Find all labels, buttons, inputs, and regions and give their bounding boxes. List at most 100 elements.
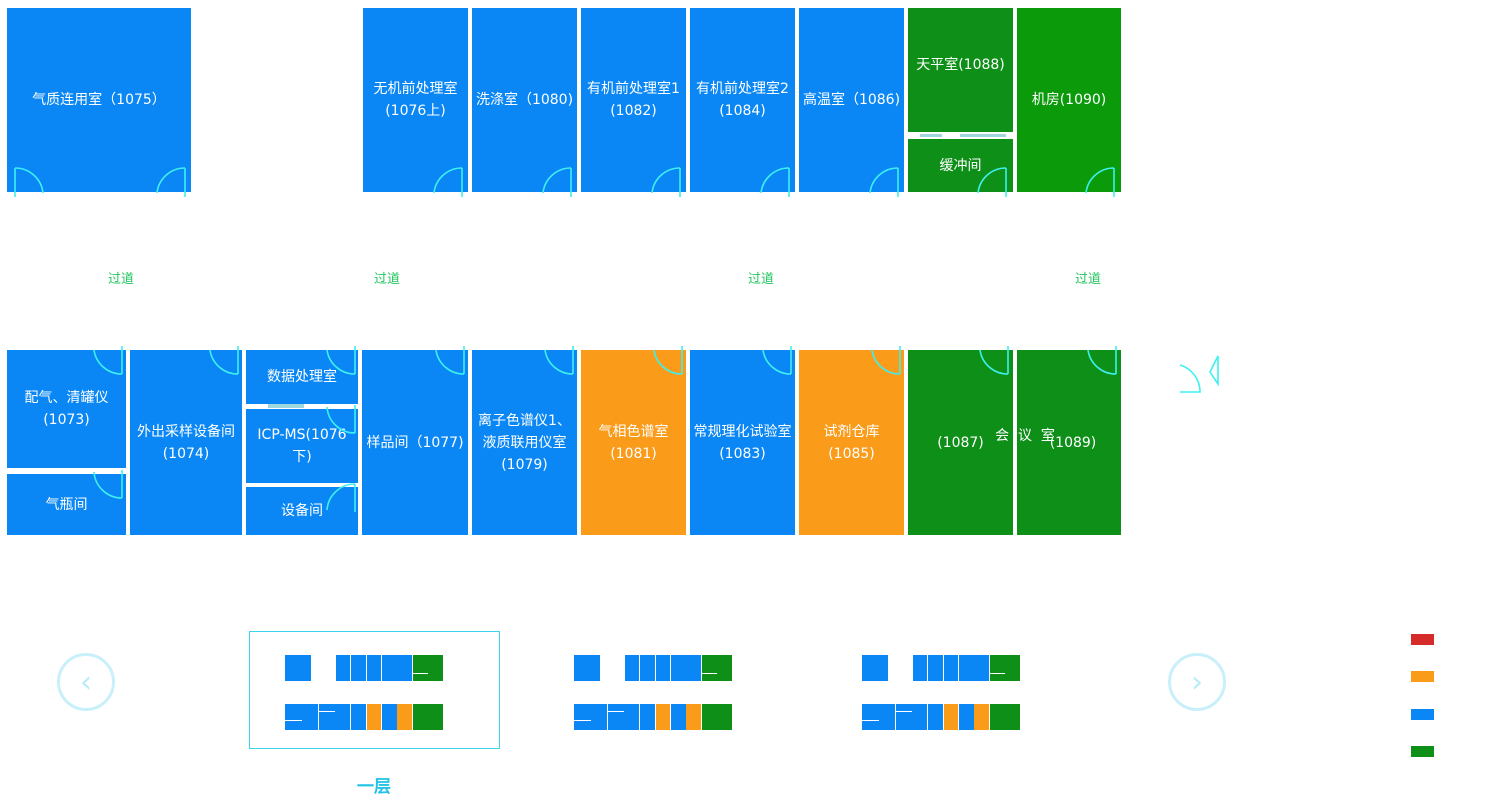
room-1090[interactable]: 机房(1090) [1017, 8, 1121, 192]
floor-thumbnail-2[interactable] [573, 654, 735, 732]
room-1082[interactable]: 有机前处理室1 (1082) [581, 8, 686, 192]
thumbnail-room [607, 703, 624, 712]
legend-swatch-red [1411, 634, 1434, 645]
room-label: 常规理化试验室 (1083) [693, 423, 792, 462]
thumbnail-room [701, 703, 717, 730]
room-1083[interactable]: 常规理化试验室 (1083) [690, 350, 795, 535]
room-cylinder[interactable]: 气瓶间 [7, 474, 126, 535]
room-label: (1087) [937, 434, 984, 451]
thumbnail-room [366, 655, 382, 682]
room-1089[interactable]: (1089) [1017, 350, 1121, 535]
thumbnail-room [640, 655, 655, 682]
thumbnail-room [958, 703, 974, 730]
room-1079[interactable]: 离子色谱仪1、 液质联用仪室 (1079) [472, 350, 577, 535]
thumbnail-room [701, 673, 717, 682]
room-1088[interactable]: 天平室(1088) [908, 8, 1013, 132]
chevron-left-icon: ‹ [80, 664, 92, 700]
floor-thumbnail-1[interactable] [284, 654, 446, 732]
thumbnail-room [912, 655, 928, 682]
next-floor-button[interactable]: › [1168, 653, 1226, 711]
thumbnail-room [607, 723, 624, 730]
room-label: 配气、清罐仪 (1073) [24, 390, 109, 428]
thumbnail-room [381, 655, 397, 682]
room-1077[interactable]: 样品间（1077) [362, 350, 468, 535]
room-data-processing[interactable]: 数据处理室 [246, 350, 358, 404]
room-label: 机房(1090) [1031, 92, 1107, 108]
thumbnail-room [573, 655, 601, 682]
thumbnail-room [607, 712, 624, 723]
thumbnail-room [318, 703, 335, 712]
room-equipment[interactable]: 设备间 [246, 487, 358, 535]
thumbnail-room [670, 655, 686, 682]
room-label: 离子色谱仪1、 液质联用仪室 (1079) [478, 412, 571, 473]
thumbnail-room [943, 655, 959, 682]
meeting-room-label: 会 议 室 [995, 428, 1055, 444]
room-label: 天平室(1088) [916, 57, 1005, 73]
room-1084[interactable]: 有机前处理室2 (1084) [690, 8, 795, 192]
thumbnail-room [928, 703, 943, 730]
room-1076-upper[interactable]: 无机前处理室 (1076上) [363, 8, 468, 192]
floor-thumbnail-3[interactable] [861, 654, 1023, 732]
thumbnail-room [895, 703, 912, 712]
room-1081[interactable]: 气相色谱室 (1081) [581, 350, 686, 535]
thumbnail-room [284, 721, 302, 730]
thumbnail-room [717, 703, 733, 730]
thumbnail-room [284, 655, 312, 682]
thumbnail-room [397, 655, 413, 682]
thumbnail-room [958, 655, 974, 682]
room-label: 气质连用室（1075） [32, 92, 166, 108]
thumbnail-room [717, 655, 733, 682]
thumbnail-room [318, 723, 335, 730]
room-label: 外出采样设备间 (1074) [137, 423, 235, 462]
thumbnail-room [989, 703, 1005, 730]
thumbnail-room [912, 703, 928, 730]
room-icp-ms[interactable]: ICP-MS(1076下) [246, 409, 358, 483]
corridor-label: 过道 [108, 272, 135, 287]
legend-swatch-green [1411, 746, 1434, 757]
selected-floor-frame[interactable] [249, 631, 500, 749]
room-1087[interactable]: (1087) [908, 350, 1013, 535]
thumbnail-room [989, 655, 1005, 673]
room-1086[interactable]: 高温室（1086) [799, 8, 904, 192]
room-buffer[interactable]: 缓冲间 [908, 139, 1013, 192]
thumbnail-room [302, 703, 319, 730]
room-label: ICP-MS(1076下) [257, 427, 347, 465]
thumbnail-room [428, 703, 444, 730]
thumbnail-room [1005, 655, 1021, 682]
thumbnail-room [624, 703, 640, 730]
thumbnail-room [895, 723, 912, 730]
room-label: 样品间（1077) [366, 434, 464, 451]
room-1075[interactable]: 气质连用室（1075） [7, 8, 191, 192]
room-label: 缓冲间 [939, 157, 982, 174]
thumbnail-room [655, 703, 671, 730]
room-label: 气相色谱室 (1081) [598, 423, 669, 462]
thumbnail-room [428, 655, 444, 682]
thumbnail-room [591, 703, 608, 730]
room-1080[interactable]: 洗涤室（1080) [472, 8, 577, 192]
thumbnail-room [861, 655, 889, 682]
thumbnail-room [397, 703, 413, 730]
room-1073[interactable]: 配气、清罐仪 (1073) [7, 350, 126, 468]
corridor-label: 过道 [1075, 272, 1102, 287]
thumbnail-room [989, 673, 1005, 682]
thumbnail-room [624, 655, 640, 682]
chevron-right-icon: › [1191, 664, 1203, 700]
thumbnail-room [366, 703, 382, 730]
door-gap [268, 404, 304, 408]
thumbnail-room [1005, 703, 1021, 730]
legend-swatch-orange [1411, 671, 1434, 682]
thumbnail-room [573, 721, 591, 730]
thumbnail-room [943, 703, 959, 730]
prev-floor-button[interactable]: ‹ [57, 653, 115, 711]
room-label: 洗涤室（1080) [475, 92, 574, 108]
thumbnail-room [412, 703, 428, 730]
room-1074[interactable]: 外出采样设备间 (1074) [130, 350, 242, 535]
thumbnail-room [573, 703, 591, 721]
room-label: 试剂仓库 (1085) [823, 423, 880, 462]
thumbnail-room [351, 655, 366, 682]
room-label: 有机前处理室2 (1084) [696, 81, 789, 119]
room-1085[interactable]: 试剂仓库 (1085) [799, 350, 904, 535]
thumbnail-room [351, 703, 366, 730]
thumbnail-room [686, 655, 702, 682]
thumbnail-room [974, 655, 990, 682]
